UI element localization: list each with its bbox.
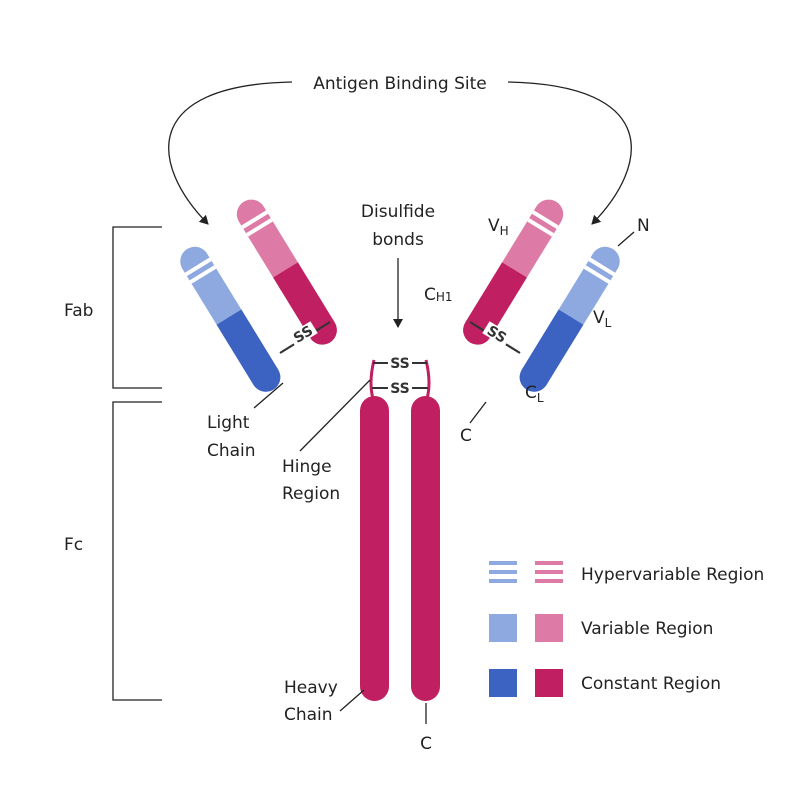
legend-label-variable: Variable Region	[581, 619, 713, 639]
hinge-label-line2: Region	[282, 484, 340, 504]
ss-bond-hinge-2: SS	[372, 381, 428, 397]
hinge-right	[424, 359, 431, 403]
c-terminus-right-label: C	[460, 426, 472, 446]
heavy-chain-label-line1: Heavy	[284, 678, 338, 698]
legend-label-hypervariable: Hypervariable Region	[581, 565, 764, 585]
hinge-left	[369, 359, 376, 403]
fc-label: Fc	[64, 535, 83, 555]
variable-block-icon	[489, 614, 563, 642]
heavy-chain-leader	[339, 689, 365, 712]
light-chain-right	[519, 246, 620, 392]
light-chain-label-line2: Chain	[207, 441, 256, 461]
svg-text:SS: SS	[390, 356, 410, 372]
light-chain-leader	[253, 382, 284, 409]
vl-label: VL	[593, 308, 612, 330]
heavy-chain-fc-right	[411, 396, 440, 701]
n-terminus-line	[617, 231, 635, 247]
n-terminus-label: N	[637, 216, 650, 236]
c-terminus-right-line	[469, 401, 487, 424]
hinge-leader	[299, 379, 371, 452]
svg-text:SS: SS	[390, 381, 410, 397]
hinge-label-line1: Hinge	[282, 457, 332, 477]
antigen-arrow-left	[168, 81, 293, 225]
fc-bracket	[112, 401, 162, 701]
c-terminus-bottom-label: C	[420, 734, 432, 754]
ch1-label: CH1	[424, 285, 453, 305]
legend-label-constant: Constant Region	[581, 674, 721, 694]
cl-label: CL	[525, 383, 544, 405]
heavy-chain-arm-left	[236, 199, 337, 345]
antigen-arrow-right	[507, 81, 632, 225]
disulfide-label-line1: Disulfide	[361, 202, 435, 222]
disulfide-label-line2: bonds	[372, 230, 424, 250]
heavy-chain-fc-left	[360, 396, 389, 701]
heavy-chain-label-line2: Chain	[284, 705, 333, 725]
light-chain-left	[180, 246, 281, 392]
constant-block-icon	[489, 669, 563, 697]
light-chain-label-line1: Light	[207, 413, 250, 433]
antigen-binding-site-label: Antigen Binding Site	[313, 74, 487, 94]
hypervariable-stripes-icon	[489, 561, 563, 583]
ss-bond-hinge-1: SS	[373, 356, 427, 372]
legend: Hypervariable Region Variable Region Con…	[489, 561, 764, 697]
vh-label: VH	[488, 216, 509, 238]
heavy-chain-arm-right	[463, 199, 564, 345]
fab-bracket	[112, 226, 162, 389]
fab-label: Fab	[64, 301, 93, 321]
